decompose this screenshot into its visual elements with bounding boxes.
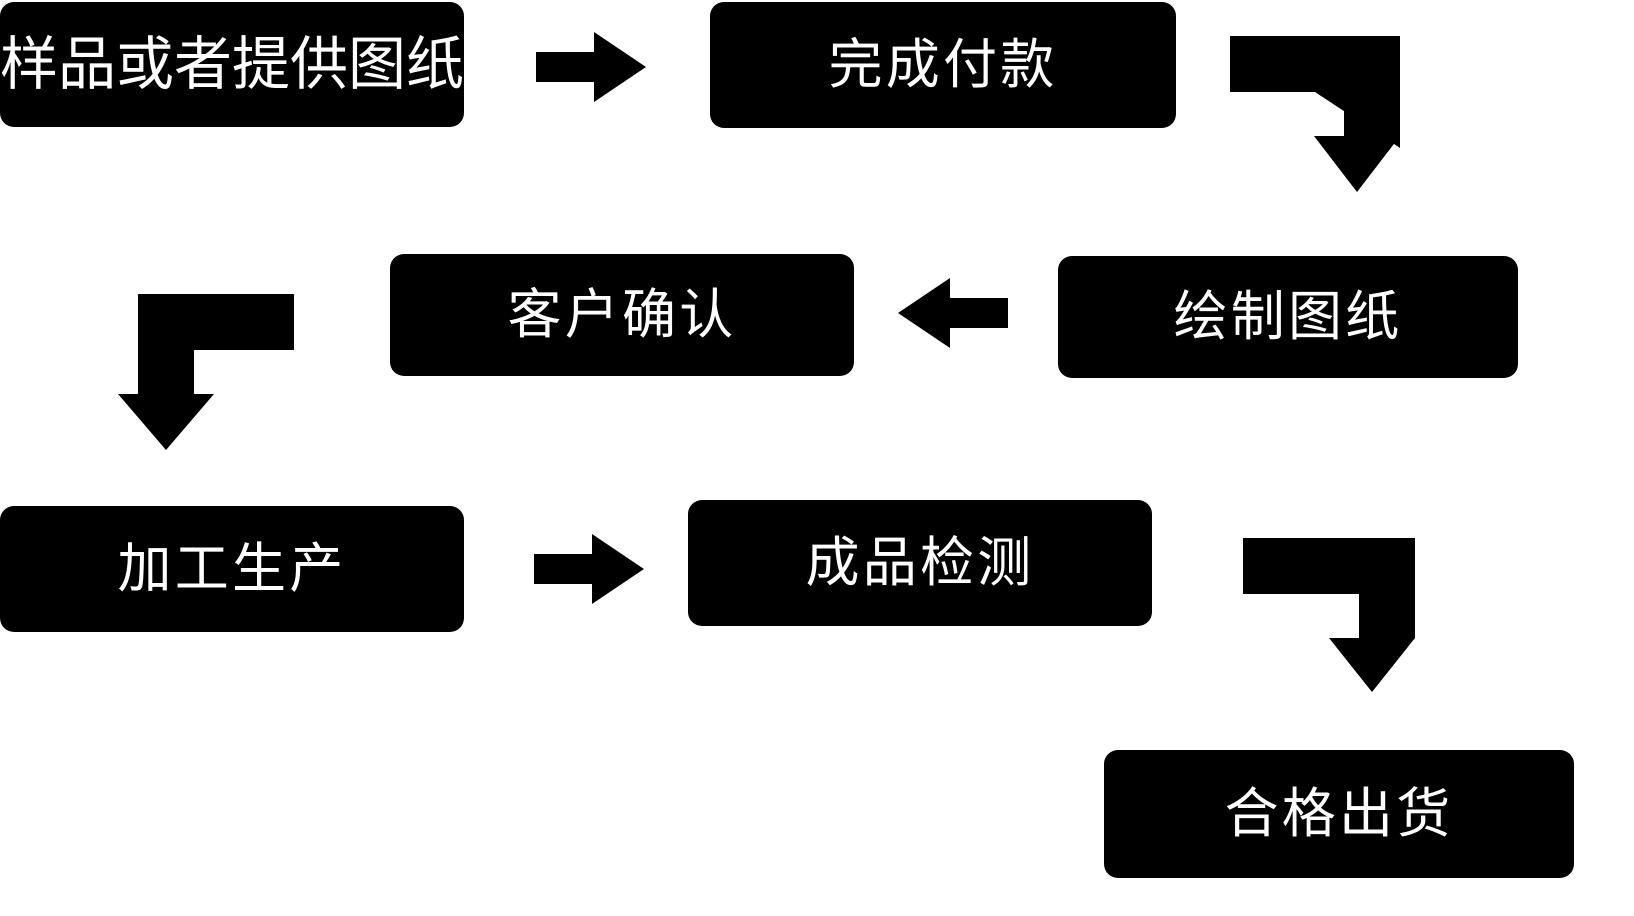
elbow-arrow-left-down-icon-confirm-to-production	[118, 294, 294, 450]
flow-node-customer-confirm-label: 客户确认	[507, 285, 737, 345]
flow-node-sample[interactable]: 样品或者提供图纸	[0, 2, 464, 127]
arrow-left-icon-drawing-to-confirm	[898, 278, 1008, 348]
arrow-right-icon-sample-to-payment	[536, 32, 646, 102]
flow-node-draw-blueprint[interactable]: 绘制图纸	[1058, 256, 1518, 378]
flow-node-inspection-label: 成品检测	[805, 533, 1035, 593]
flow-node-sample-label: 样品或者提供图纸	[0, 31, 465, 97]
flow-node-shipping-label: 合格出货	[1224, 784, 1454, 844]
flow-node-customer-confirm[interactable]: 客户确认	[390, 254, 854, 376]
elbow-arrow-right-down-icon-inspection-to-shipping	[1243, 538, 1415, 692]
flow-node-production-label: 加工生产	[117, 539, 347, 599]
elbow-arrow-right-down-icon-payment-to-drawing	[1230, 36, 1400, 192]
flow-node-payment-label: 完成付款	[828, 35, 1058, 95]
flow-node-inspection[interactable]: 成品检测	[688, 500, 1152, 626]
arrow-right-icon-production-to-inspection	[534, 534, 644, 604]
flow-node-payment[interactable]: 完成付款	[710, 2, 1176, 128]
flow-node-draw-blueprint-label: 绘制图纸	[1173, 287, 1403, 347]
flow-node-production[interactable]: 加工生产	[0, 506, 464, 632]
flow-node-shipping[interactable]: 合格出货	[1104, 750, 1574, 878]
